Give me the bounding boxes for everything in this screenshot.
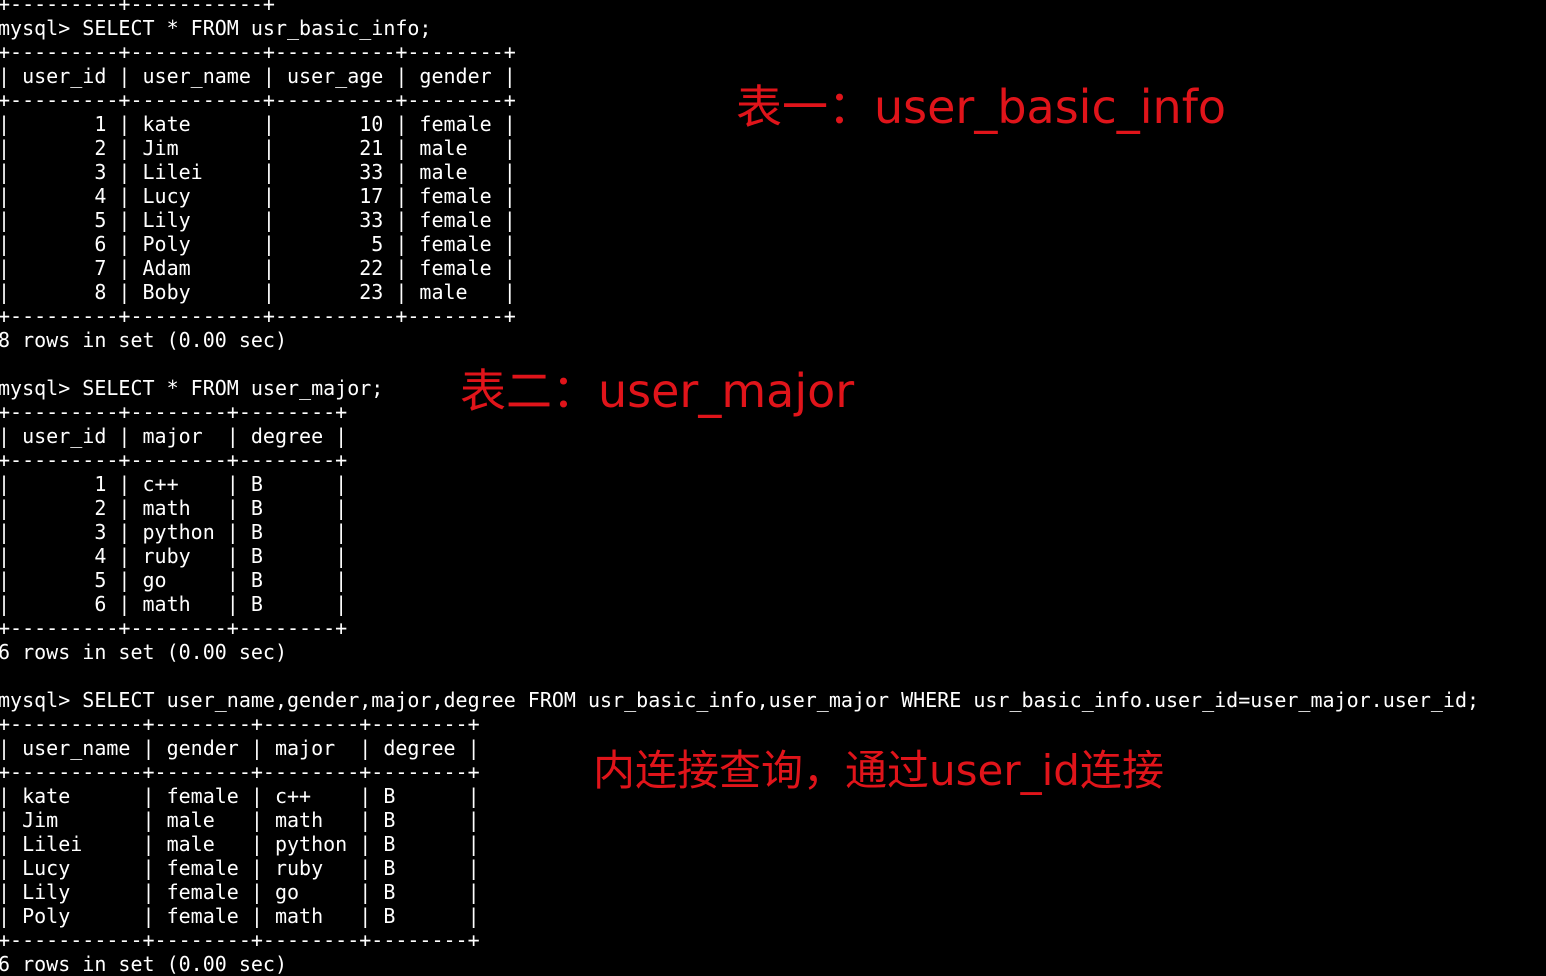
- table-border: +-----------+--------+--------+--------+: [0, 712, 480, 736]
- table-row: | 8 | Boby | 23 | male |: [0, 280, 516, 304]
- table-border: +---------+-----------+----------+------…: [0, 40, 516, 64]
- table-border: +---------+--------+--------+: [0, 400, 348, 424]
- table-row: | 1 | kate | 10 | female |: [0, 112, 516, 136]
- table-row: | 5 | Lily | 33 | female |: [0, 208, 516, 232]
- table-row: | 3 | Lilei | 33 | male |: [0, 160, 516, 184]
- table-row: | 3 | python | B |: [0, 520, 348, 544]
- table-row: | 5 | go | B |: [0, 568, 348, 592]
- table-row: | 1 | c++ | B |: [0, 472, 348, 496]
- table-border: +---------+-----------+----------+------…: [0, 304, 516, 328]
- table-row: | 4 | Lucy | 17 | female |: [0, 184, 516, 208]
- table-row: | Poly | female | math | B |: [0, 904, 480, 928]
- table-row: | Lucy | female | ruby | B |: [0, 856, 480, 880]
- table-border: +---------+--------+--------+: [0, 616, 348, 640]
- table-row: | 2 | Jim | 21 | male |: [0, 136, 516, 160]
- table-row: | Jim | male | math | B |: [0, 808, 480, 832]
- table-row: | Lily | female | go | B |: [0, 880, 480, 904]
- table-header-row: | user_name | gender | major | degree |: [0, 736, 480, 760]
- annotation-table2-label: 表二：user_major: [460, 364, 855, 418]
- command-line: mysql> SELECT * FROM user_major;: [0, 376, 384, 400]
- table-border: +-----------+--------+--------+--------+: [0, 928, 480, 952]
- command-line: mysql> SELECT * FROM usr_basic_info;: [0, 16, 432, 40]
- result-summary: 6 rows in set (0.00 sec): [0, 640, 287, 664]
- table-border: +---------+--------+--------+: [0, 448, 348, 472]
- table-row: | 4 | ruby | B |: [0, 544, 348, 568]
- table-row: | kate | female | c++ | B |: [0, 784, 480, 808]
- table-row: | Lilei | male | python | B |: [0, 832, 480, 856]
- table-row: | 6 | math | B |: [0, 592, 348, 616]
- result-summary: 8 rows in set (0.00 sec): [0, 328, 287, 352]
- annotation-table1-label: 表一：user_basic_info: [736, 80, 1227, 134]
- blank-line: [0, 664, 1479, 688]
- table-row: | 6 | Poly | 5 | female |: [0, 232, 516, 256]
- terminal-line: +---------+-----------+: [0, 0, 275, 16]
- terminal-output[interactable]: +---------+-----------+mysql> SELECT * F…: [0, 0, 1479, 976]
- table-border: +---------+-----------+----------+------…: [0, 88, 516, 112]
- table-header-row: | user_id | user_name | user_age | gende…: [0, 64, 516, 88]
- annotation-join-note: 内连接查询，通过user_id连接: [593, 746, 1164, 795]
- command-line: mysql> SELECT user_name,gender,major,deg…: [0, 688, 1480, 712]
- table-row: | 2 | math | B |: [0, 496, 348, 520]
- table-border: +-----------+--------+--------+--------+: [0, 760, 480, 784]
- result-summary: 6 rows in set (0.00 sec): [0, 952, 287, 976]
- table-header-row: | user_id | major | degree |: [0, 424, 348, 448]
- table-row: | 7 | Adam | 22 | female |: [0, 256, 516, 280]
